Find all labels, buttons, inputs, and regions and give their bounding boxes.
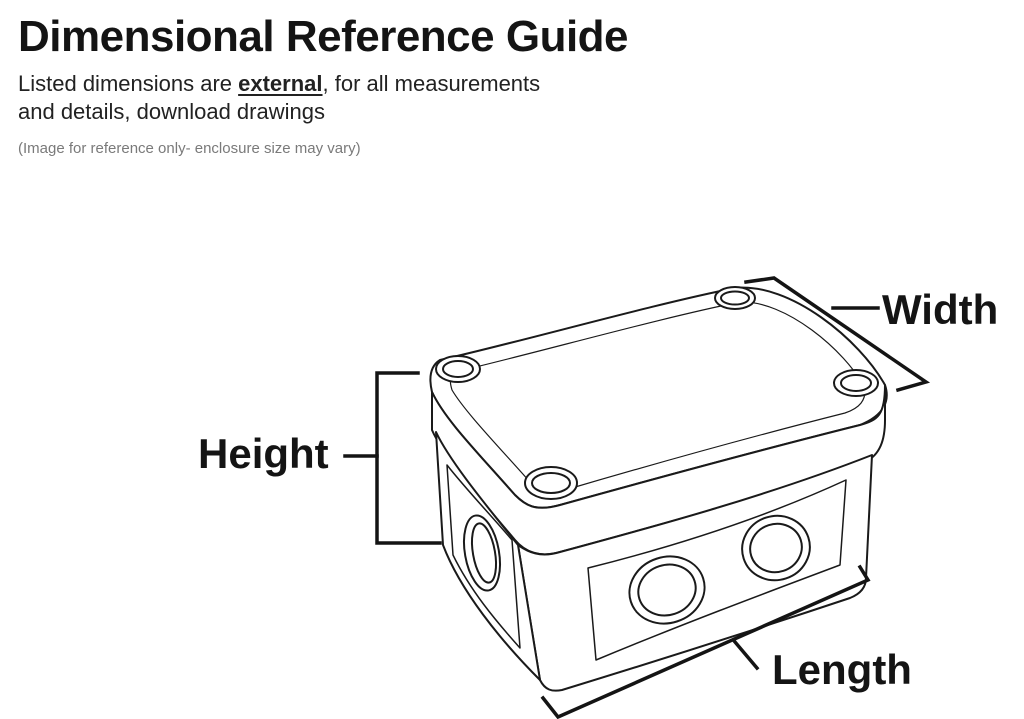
lid-screw-front-left	[524, 466, 578, 500]
subtitle-text-end: , for all measurements	[322, 71, 541, 96]
subtitle-emphasis-external: external	[238, 71, 323, 96]
subtitle-text-start: Listed dimensions are	[18, 71, 239, 96]
enclosure-front-panel	[587, 479, 847, 661]
height-label: Height	[198, 430, 329, 477]
length-bracket	[540, 564, 871, 719]
width-label: Width	[882, 286, 998, 333]
enclosure-side-panel	[446, 464, 521, 649]
front-knockout-left-outer	[628, 555, 706, 625]
width-bracket	[744, 276, 931, 393]
subtitle-line-2: and details, download drawings	[18, 99, 325, 124]
page-title: Dimensional Reference Guide	[18, 12, 629, 61]
front-knockout-right-inner	[749, 522, 803, 574]
front-knockout-right-outer	[741, 514, 811, 582]
side-knockout-outer	[463, 514, 501, 592]
lid-screw-front-right	[833, 369, 879, 397]
dimension-markers	[343, 276, 931, 719]
enclosure-side-face	[435, 431, 541, 681]
length-leader	[732, 639, 760, 671]
enclosure-box-drawing	[429, 286, 888, 692]
side-knockout-inner	[470, 522, 498, 584]
reference-note: (Image for reference only- enclosure siz…	[18, 140, 361, 157]
lid-screw-back-left	[435, 355, 481, 383]
enclosure-lid-inner-edge	[449, 301, 866, 493]
height-bracket	[375, 371, 442, 545]
enclosure-front-face	[517, 454, 873, 692]
lid-screw-back-right	[714, 286, 756, 310]
subtitle: Listed dimensions are external, for all …	[18, 70, 598, 126]
length-label: Length	[772, 646, 912, 693]
front-knockout-left-inner	[637, 563, 697, 617]
